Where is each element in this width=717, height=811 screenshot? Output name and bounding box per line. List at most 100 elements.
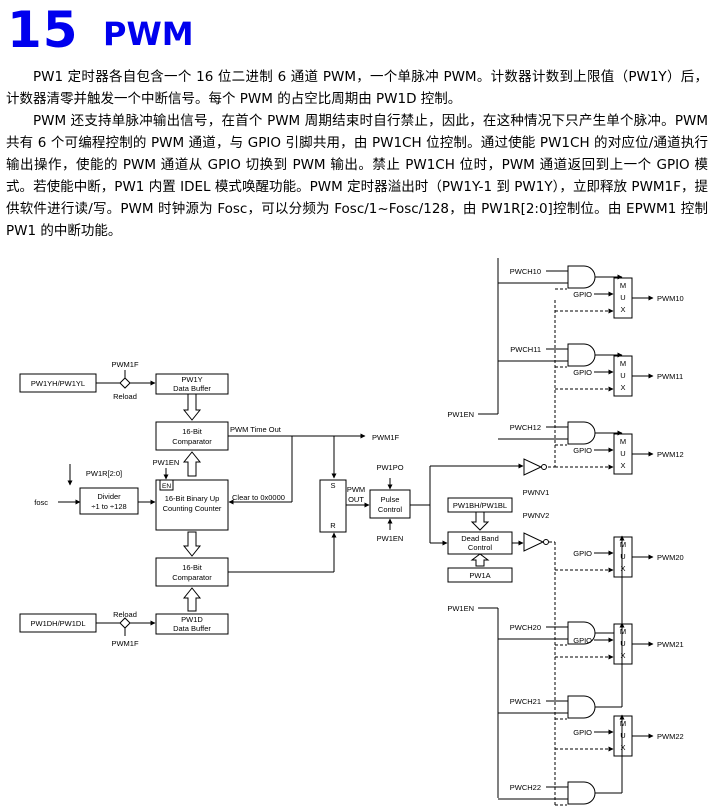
pwm1f-out-label: PWM1F	[372, 433, 400, 442]
and-gate	[567, 343, 596, 367]
mux-label: U	[620, 449, 625, 458]
chapter-number: 15	[7, 1, 79, 59]
pw1a-box	[447, 567, 513, 583]
mux-label: X	[620, 383, 625, 392]
pw1d-buffer-label-1: PW1D	[181, 615, 203, 624]
pwm-out-label-2: OUT	[348, 495, 364, 504]
channel-label: PWCH21	[510, 697, 541, 706]
and-gate	[567, 265, 596, 289]
pwm1f-bottom-label: PWM1F	[111, 639, 139, 648]
pw1d-buffer-label-2: Data Buffer	[173, 624, 211, 633]
pwm-output-label: PWM12	[657, 450, 684, 459]
mux-label: U	[620, 293, 625, 302]
pw1po-label: PW1PO	[376, 463, 403, 472]
comparator-bottom-label-2: Comparator	[172, 573, 212, 582]
mux-label: X	[620, 305, 625, 314]
mux-label: M	[620, 627, 626, 636]
pw1r-label: PW1R[2:0]	[86, 469, 122, 478]
pwnv2-buffer	[523, 532, 545, 552]
channel-label: PWCH12	[510, 423, 541, 432]
pwnv1-buffer	[523, 458, 543, 476]
pwm-output-label: PWM10	[657, 294, 684, 303]
mux-label: M	[620, 281, 626, 290]
en-label: EN	[162, 483, 171, 490]
pulse-control-label-1: Pulse	[381, 495, 400, 504]
pulse-control-label-2: Control	[378, 505, 403, 514]
mux-label: M	[620, 437, 626, 446]
pw1dh-pw1dl-box	[19, 613, 97, 633]
pwnv1-label: PWNV1	[523, 488, 550, 497]
gpio-label: GPIO	[573, 290, 592, 299]
pw1d-data-buffer	[155, 613, 229, 635]
mux-label: U	[620, 731, 625, 740]
pw1en-upper-label: PW1EN	[447, 410, 474, 419]
pwm-out-label-1: PWM	[347, 485, 365, 494]
channel-label: PWCH10	[510, 267, 541, 276]
pw1y-buffer-label-2: Data Buffer	[173, 384, 211, 393]
mux-label: X	[620, 564, 625, 573]
mux-label: M	[620, 719, 626, 728]
counter-label-1: 16-Bit Binary Up	[165, 494, 220, 503]
comparator-bottom-label-1: 16-Bit	[182, 563, 203, 572]
and-gate	[567, 695, 596, 719]
pulse-control-box	[369, 489, 411, 519]
pwm-block-diagram: PW1YH/PW1YL PWM1F Reload PW1Y Data Buffe…	[19, 258, 684, 806]
mux-label: X	[620, 743, 625, 752]
gpio-label: GPIO	[573, 446, 592, 455]
pw1en-lower-label: PW1EN	[447, 604, 474, 613]
pwm-output-label: PWM22	[657, 732, 684, 741]
mux-label: M	[620, 540, 626, 549]
sr-r-label: R	[330, 521, 336, 530]
and-gate	[567, 421, 596, 445]
en-box	[159, 479, 174, 491]
clear-label: Clear to 0x0000	[232, 493, 285, 502]
channel-label: PWCH20	[510, 623, 541, 632]
gpio-label: GPIO	[573, 636, 592, 645]
reload-diamond-top	[119, 377, 131, 389]
pwm-output-label: PWM20	[657, 553, 684, 562]
fosc-label: fosc	[34, 498, 48, 507]
gpio-label: GPIO	[573, 728, 592, 737]
mux-label: U	[620, 552, 625, 561]
pwnv2-label: PWNV2	[523, 511, 550, 520]
sr-s-label: S	[330, 481, 335, 490]
pwm1f-top-label: PWM1F	[111, 360, 139, 369]
comparator-top-label-1: 16-Bit	[182, 427, 203, 436]
channel-label: PWCH11	[510, 345, 541, 354]
mux-label: M	[620, 359, 626, 368]
divider-label-2: ÷1 to ÷128	[91, 502, 126, 511]
and-gate	[567, 781, 596, 805]
and-gate	[567, 621, 596, 645]
chapter-title: PWM	[103, 15, 194, 53]
dead-band-label-1: Dead Band	[461, 534, 499, 543]
mux-label: X	[620, 461, 625, 470]
comparator-top-label-2: Comparator	[172, 437, 212, 446]
divider-label-1: Divider	[97, 492, 121, 501]
pw1y-buffer-label-1: PW1Y	[181, 375, 202, 384]
pwm-output-label: PWM11	[657, 372, 683, 381]
reload-bottom-label: Reload	[113, 610, 137, 619]
pw1yh-pw1yl-label: PW1YH/PW1YL	[31, 379, 85, 388]
counter-label-2: Counting Counter	[163, 504, 222, 513]
paragraph-details: PWM 还支持单脉冲输出信号，在首个 PWM 周期结束时自行禁止，因此，在这种情…	[6, 113, 708, 239]
pw1bh-pw1bl-label: PW1BH/PW1BL	[453, 501, 507, 510]
pw1en-counter-label: PW1EN	[153, 458, 180, 467]
body-text: PW1 定时器各自包含一个 16 位二进制 6 通道 PWM，一个单脉冲 PWM…	[6, 66, 708, 242]
pw1en-pulse-label: PW1EN	[377, 534, 404, 543]
sr-flipflop	[319, 479, 347, 533]
pw1dh-pw1dl-label: PW1DH/PW1DL	[30, 619, 85, 628]
pwm-time-out-label: PWM Time Out	[230, 425, 282, 434]
gpio-label: GPIO	[573, 368, 592, 377]
dead-band-label-2: Control	[468, 543, 493, 552]
paragraph-intro: PW1 定时器各自包含一个 16 位二进制 6 通道 PWM，一个单脉冲 PWM…	[6, 69, 708, 107]
mux-label: U	[620, 371, 625, 380]
mux-label: X	[620, 651, 625, 660]
comparator-bottom	[155, 557, 229, 587]
mux-label: U	[620, 639, 625, 648]
pw1a-label: PW1A	[469, 571, 490, 580]
gpio-label: GPIO	[573, 549, 592, 558]
reload-diamond-bottom	[119, 617, 131, 629]
pwm-output-label: PWM21	[657, 640, 684, 649]
chapter-header: 15 PWM	[0, 2, 717, 58]
reload-top-label: Reload	[113, 392, 137, 401]
